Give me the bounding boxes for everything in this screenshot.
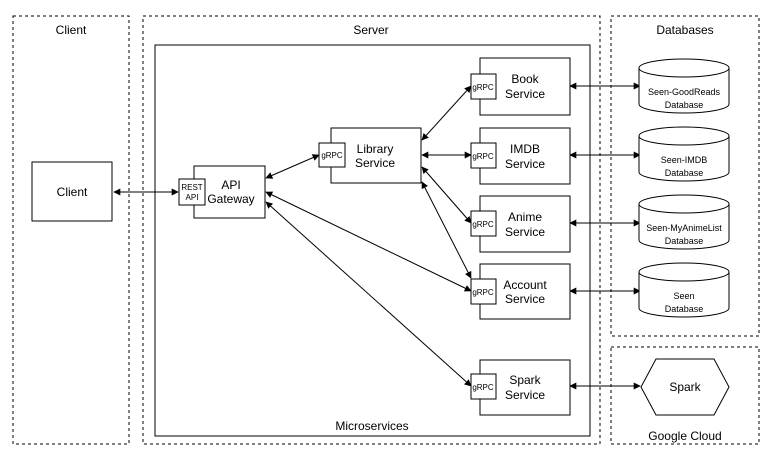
edge-gateway-library <box>265 154 320 179</box>
anime-label-2: Service <box>505 225 545 239</box>
spark-grpc-label: gRPC <box>472 383 494 392</box>
account-label-1: Account <box>503 278 547 292</box>
db-seen-label-2: Database <box>665 304 704 314</box>
db-imdb-label-1: Seen-IMDB <box>661 155 708 165</box>
book-grpc-label: gRPC <box>472 83 494 92</box>
databases-region-label: Databases <box>656 23 713 37</box>
rest-api-port <box>178 178 206 206</box>
db-seen[interactable]: Seen Database <box>638 262 730 318</box>
account-label-2: Service <box>505 292 545 306</box>
db-goodreads[interactable]: Seen-GoodReads Database <box>638 58 730 114</box>
client-node-label: Client <box>57 185 88 199</box>
imdb-grpc-port <box>470 142 497 169</box>
db-goodreads-label-2: Database <box>665 100 704 110</box>
spark-service-label-1: Spark <box>509 373 541 387</box>
spark-service-node[interactable]: Spark Service gRPC <box>470 359 571 416</box>
edge-library-book <box>421 85 472 141</box>
imdb-label-1: IMDB <box>510 142 540 156</box>
book-label-2: Service <box>505 87 545 101</box>
db-anime[interactable]: Seen-MyAnimeList Database <box>638 194 730 250</box>
rest-api-label-2: API <box>186 193 199 202</box>
db-seen-label-1: Seen <box>673 291 694 301</box>
server-region-label: Server <box>353 23 388 37</box>
spark-grpc-port <box>470 373 497 400</box>
anime-grpc-label: gRPC <box>472 220 494 229</box>
account-service-node[interactable]: Account Service gRPC <box>470 263 571 320</box>
library-label-2: Service <box>355 156 395 170</box>
book-service-node[interactable]: Book Service gRPC <box>470 57 571 116</box>
api-gateway-label-2: Gateway <box>207 192 254 206</box>
imdb-label-2: Service <box>505 157 545 171</box>
api-gateway-label-1: API <box>221 178 240 192</box>
google-cloud-region-label: Google Cloud <box>648 429 721 443</box>
client-region: Client <box>12 15 130 445</box>
edge-library-account <box>421 181 472 279</box>
library-label-1: Library <box>357 142 394 156</box>
db-anime-label-2: Database <box>665 236 704 246</box>
db-anime-label-1: Seen-MyAnimeList <box>646 223 722 233</box>
anime-grpc-port <box>470 210 497 237</box>
book-label-1: Book <box>511 72 539 86</box>
rest-api-label-1: REST <box>181 183 202 192</box>
imdb-grpc-label: gRPC <box>472 152 494 161</box>
microservices-label: Microservices <box>335 419 408 433</box>
library-grpc-label: gRPC <box>321 151 343 160</box>
api-gateway-node[interactable]: API Gateway REST API <box>178 165 266 219</box>
account-grpc-port <box>470 278 497 305</box>
library-grpc-port <box>318 142 346 168</box>
account-grpc-label: gRPC <box>472 288 494 297</box>
anime-label-1: Anime <box>508 210 542 224</box>
client-region-label: Client <box>56 23 87 37</box>
spark-service-label-2: Service <box>505 388 545 402</box>
spark-node-label: Spark <box>669 380 701 394</box>
db-imdb[interactable]: Seen-IMDB Database <box>638 126 730 182</box>
anime-service-node[interactable]: Anime Service gRPC <box>470 195 571 253</box>
edge-gateway-spark <box>265 201 472 387</box>
client-node[interactable]: Client <box>31 161 113 222</box>
google-cloud-region: Google Cloud <box>610 346 760 445</box>
library-service-node[interactable]: Library Service gRPC <box>318 127 422 184</box>
book-grpc-port <box>470 73 497 100</box>
server-region: Server <box>142 15 601 445</box>
imdb-service-node[interactable]: IMDB Service gRPC <box>470 127 571 185</box>
db-goodreads-label-1: Seen-GoodReads <box>648 87 721 97</box>
databases-region: Databases <box>610 15 760 337</box>
spark-node[interactable]: Spark <box>640 358 730 416</box>
db-imdb-label-2: Database <box>665 168 704 178</box>
edges <box>113 82 641 390</box>
